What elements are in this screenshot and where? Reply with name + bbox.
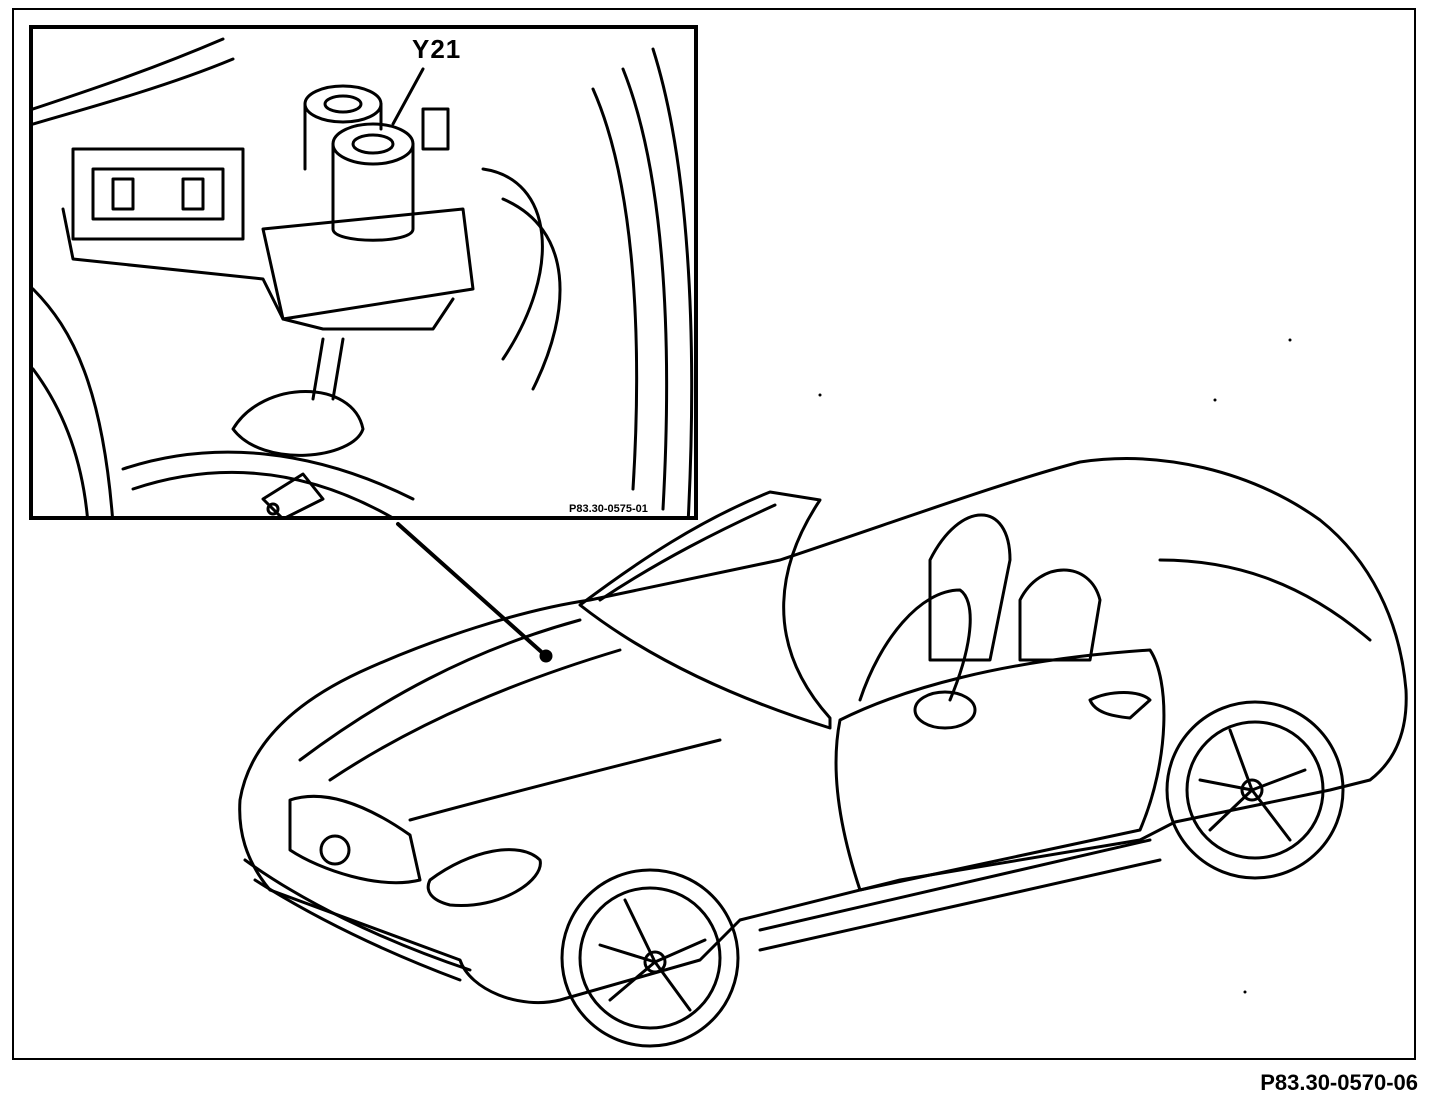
body-panel bbox=[621, 67, 669, 511]
rear-wheel-rim bbox=[1185, 720, 1325, 860]
side-mirror bbox=[913, 690, 977, 730]
body-panel bbox=[591, 87, 639, 491]
detail-inset: P83.30-0575-01 bbox=[29, 25, 698, 520]
callout-label-y21: Y21 bbox=[412, 34, 462, 64]
cable bbox=[131, 470, 393, 516]
shaft bbox=[331, 337, 345, 401]
cable bbox=[121, 450, 415, 501]
bolt-tab bbox=[261, 472, 325, 516]
valve-cap-front bbox=[331, 122, 415, 166]
headlight bbox=[426, 848, 542, 908]
leader-dot bbox=[539, 649, 553, 663]
hood-crease bbox=[408, 738, 722, 822]
front-bumper bbox=[253, 878, 462, 982]
rear-wheel bbox=[1165, 700, 1345, 880]
figure-frame bbox=[12, 8, 1416, 1060]
wiring-harness bbox=[33, 57, 235, 126]
figure-code: P83.30-0570-06 bbox=[1260, 1070, 1418, 1095]
roll-bar bbox=[858, 588, 972, 702]
windshield-frame bbox=[598, 503, 777, 602]
front-wheel-hub bbox=[643, 950, 667, 974]
shaft bbox=[311, 337, 325, 401]
y21-leader bbox=[391, 67, 425, 126]
seat bbox=[1018, 568, 1102, 662]
emblem bbox=[319, 834, 351, 866]
front-bumper bbox=[243, 858, 472, 972]
sill bbox=[758, 838, 1152, 932]
valve-base bbox=[261, 207, 475, 321]
body-panel bbox=[651, 47, 694, 516]
hood-line bbox=[298, 618, 582, 762]
lower-part bbox=[231, 390, 365, 457]
front-wheel-spokes bbox=[598, 898, 707, 1012]
windshield bbox=[578, 490, 832, 730]
sill bbox=[758, 858, 1162, 952]
connector-slot bbox=[91, 167, 225, 221]
wiring-harness bbox=[33, 37, 225, 111]
rear-wheel-spokes bbox=[1198, 728, 1307, 842]
valve-body-front bbox=[331, 142, 415, 242]
hose bbox=[481, 167, 544, 361]
door bbox=[834, 648, 1166, 892]
rear-deck bbox=[1158, 558, 1372, 642]
leader-line bbox=[396, 522, 548, 658]
inset-drawing bbox=[33, 37, 694, 516]
front-wheel-rim bbox=[578, 886, 722, 1030]
hose bbox=[501, 197, 562, 391]
valve-cap-rear bbox=[303, 84, 383, 124]
rear-wheel-hub bbox=[1240, 778, 1264, 802]
hood-line bbox=[328, 648, 622, 782]
seat bbox=[928, 513, 1012, 662]
connector-box bbox=[71, 147, 245, 241]
car-body bbox=[238, 457, 1408, 1005]
inset-figure-code: P83.30-0575-01 bbox=[569, 503, 648, 515]
front-wheel bbox=[560, 868, 740, 1048]
grille bbox=[288, 794, 422, 885]
door-handle bbox=[1088, 691, 1152, 720]
bracket bbox=[61, 207, 455, 331]
